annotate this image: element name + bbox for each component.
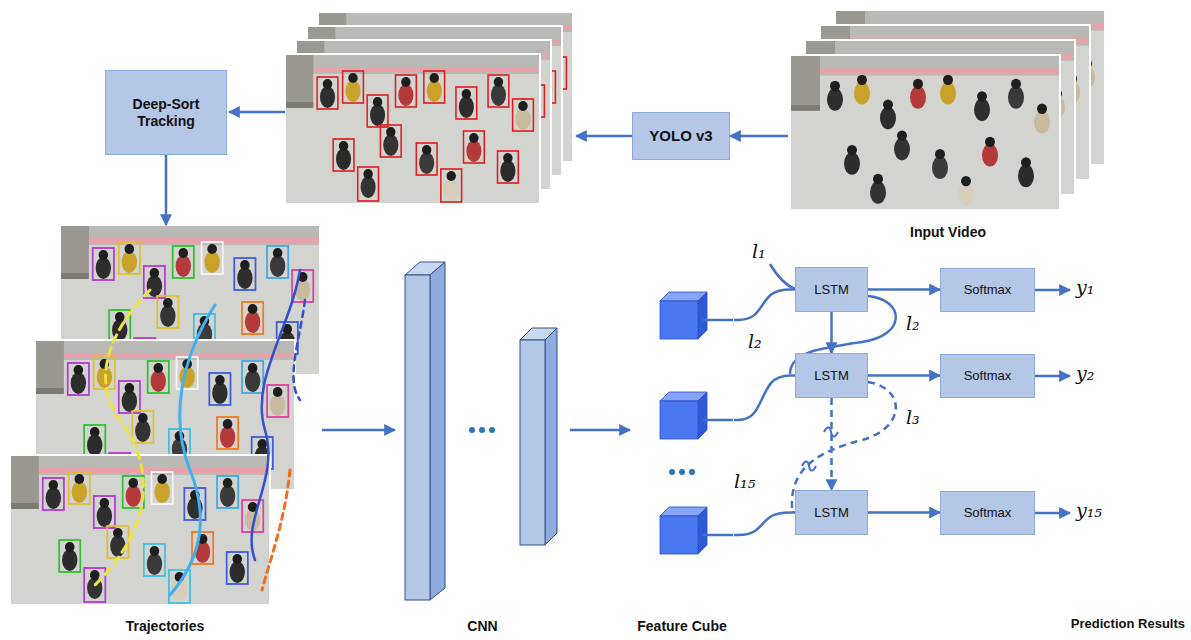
image-stack: Trajectories [8, 225, 322, 637]
stage-caption: Feature Cube [637, 618, 726, 635]
box-label: LSTM [814, 282, 849, 298]
feature-cube: Feature Cube [630, 285, 734, 637]
output-label: y₁ [1076, 276, 1094, 299]
video-frames [790, 10, 1105, 210]
lstm-box: LSTM [795, 353, 868, 398]
box-label: Softmax [964, 505, 1012, 521]
feature-stub [703, 320, 733, 535]
image-stack: Input Video [788, 5, 1108, 243]
box-label: LSTM [814, 505, 849, 521]
box-label: LSTM [814, 368, 849, 384]
output-arrow [1035, 290, 1070, 513]
flow-connector [868, 511, 940, 514]
process-box: Deep-Sort Tracking [105, 70, 227, 155]
flow-connector [165, 155, 168, 225]
softmax-box: Softmax [940, 491, 1035, 535]
trajectory-curves [95, 270, 305, 595]
caption: Prediction Results [1046, 616, 1185, 632]
sequence-label: l₁ [752, 240, 766, 263]
cnn-layers: CNN [395, 255, 570, 637]
flow-connector [734, 290, 795, 321]
box-label: Softmax [964, 368, 1012, 384]
stage-caption: CNN [467, 618, 497, 635]
box-label: Softmax [964, 282, 1012, 298]
flow-connector [322, 429, 395, 432]
sequence-label: l₂ [748, 330, 762, 353]
flow-arrow [229, 112, 632, 136]
output-label: y₁₅ [1076, 499, 1102, 522]
detection-frames [285, 12, 573, 204]
flow-connector [734, 513, 795, 536]
softmax-box: Softmax [940, 354, 1035, 398]
flow-connector [868, 374, 940, 377]
sequence-label: l₃ [906, 406, 920, 429]
lstm-box: LSTM [795, 267, 868, 312]
flow-connector [868, 288, 940, 291]
box-label: Deep-Sort Tracking [112, 96, 220, 130]
box-label: YOLO v3 [649, 127, 712, 145]
flow-connector [730, 135, 788, 138]
feature-cube-shape [660, 292, 707, 554]
flow-connector [570, 429, 630, 432]
flow-connector [830, 312, 833, 353]
trajectory-frames [10, 225, 320, 605]
lstm-box: LSTM [795, 490, 868, 535]
sequence-label: l₂ [906, 312, 920, 335]
flow-connector [734, 376, 795, 421]
flow-connector [830, 398, 833, 490]
process-box: YOLO v3 [632, 112, 730, 160]
state-line [770, 264, 896, 508]
stage-caption: Input Video [910, 224, 986, 241]
cnn-layer [405, 262, 557, 600]
output-label: y₂ [1076, 362, 1094, 385]
stage-caption: Trajectories [126, 618, 205, 635]
sequence-label: l₁₅ [734, 470, 755, 493]
softmax-box: Softmax [940, 268, 1035, 312]
